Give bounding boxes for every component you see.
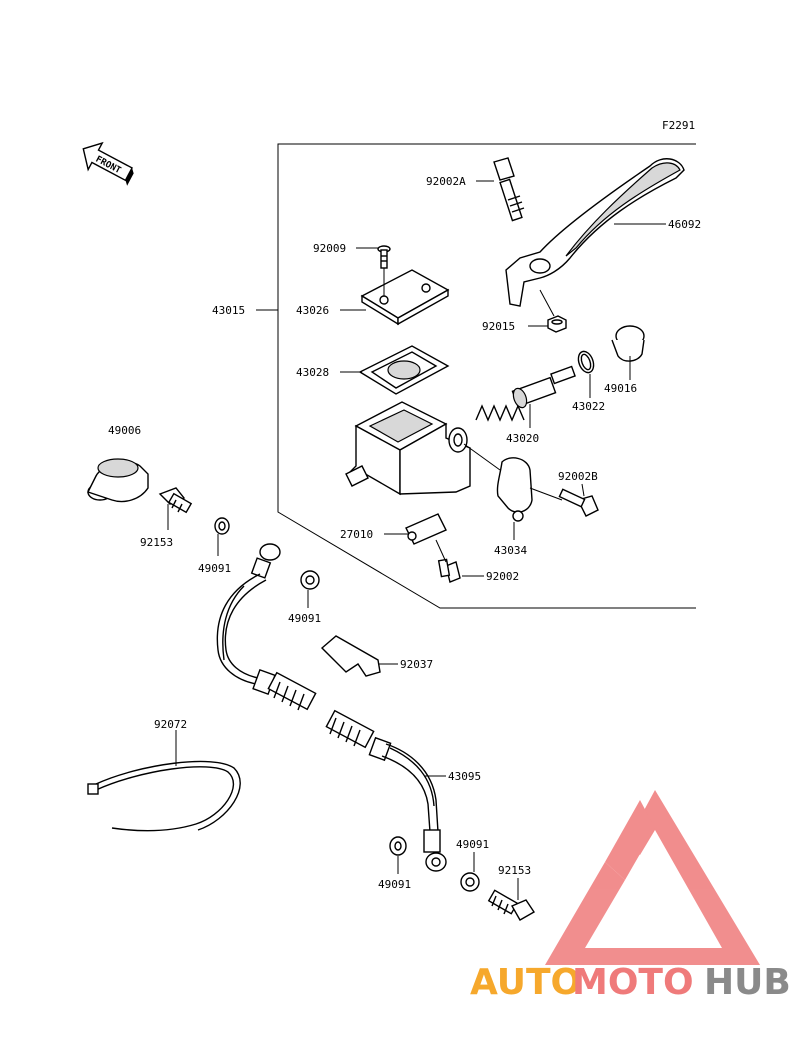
washer-3	[389, 836, 407, 856]
brake-lever	[505, 158, 685, 307]
label-49016: 49016	[604, 382, 637, 395]
label-92037: 92037	[400, 658, 433, 671]
label-43026: 43026	[296, 304, 329, 317]
reservoir-cap	[360, 269, 450, 326]
label-92015: 92015	[482, 320, 515, 333]
label-49091-c: 49091	[456, 838, 489, 851]
banjo-cover	[87, 458, 149, 503]
front-arrow-icon: FRONT	[82, 141, 134, 186]
label-43028: 43028	[296, 366, 329, 379]
screw-92009	[377, 245, 391, 269]
label-46092: 46092	[668, 218, 701, 231]
circlip	[577, 350, 595, 374]
label-92153-upper: 92153	[140, 536, 173, 549]
label-92002A: 92002A	[426, 175, 466, 188]
washer-4	[460, 872, 480, 892]
washer-2	[300, 570, 320, 590]
assembly-bracket	[277, 143, 696, 609]
master-cylinder-body	[345, 401, 471, 496]
label-49091-b: 49091	[288, 612, 321, 625]
brake-switch	[405, 513, 447, 545]
bolt-92002B	[558, 488, 599, 517]
label-43034: 43034	[494, 544, 527, 557]
brake-hose	[216, 573, 317, 711]
banjo-bolt-upper	[158, 487, 193, 514]
label-92002B: 92002B	[558, 470, 598, 483]
watermark-text: AUTO MOTO HUB	[470, 962, 791, 1003]
cable-tie	[87, 760, 241, 832]
label-49006: 49006	[108, 424, 141, 437]
label-43020: 43020	[506, 432, 539, 445]
label-92009: 92009	[313, 242, 346, 255]
hose-clip	[320, 635, 381, 677]
hose-fitting-lower	[425, 852, 447, 872]
hose-fitting-upper	[250, 543, 281, 579]
nut-92015	[547, 315, 567, 333]
watermark-auto: AUTO	[470, 962, 581, 1003]
watermark-hub: HUB	[704, 962, 791, 1003]
screw-92002	[437, 558, 461, 583]
piston-assembly	[475, 365, 576, 422]
watermark-logo-icon	[545, 790, 760, 965]
diaphragm	[358, 345, 450, 395]
label-43022: 43022	[572, 400, 605, 413]
label-92072: 92072	[154, 718, 187, 731]
clamp-holder	[496, 457, 533, 522]
label-92002: 92002	[486, 570, 519, 583]
watermark-moto: MOTO	[572, 962, 694, 1003]
bolt-92002A	[493, 157, 525, 222]
label-92153-lower: 92153	[498, 864, 531, 877]
brake-hose-lower	[325, 709, 441, 853]
diagram-code: F2291	[662, 119, 695, 132]
washer-1	[214, 517, 230, 535]
dust-boot	[611, 325, 645, 362]
banjo-bolt-lower	[487, 889, 535, 921]
label-43095: 43095	[448, 770, 481, 783]
label-43015: 43015	[212, 304, 245, 317]
label-27010: 27010	[340, 528, 373, 541]
label-49091-d: 49091	[378, 878, 411, 891]
label-49091-a: 49091	[198, 562, 231, 575]
